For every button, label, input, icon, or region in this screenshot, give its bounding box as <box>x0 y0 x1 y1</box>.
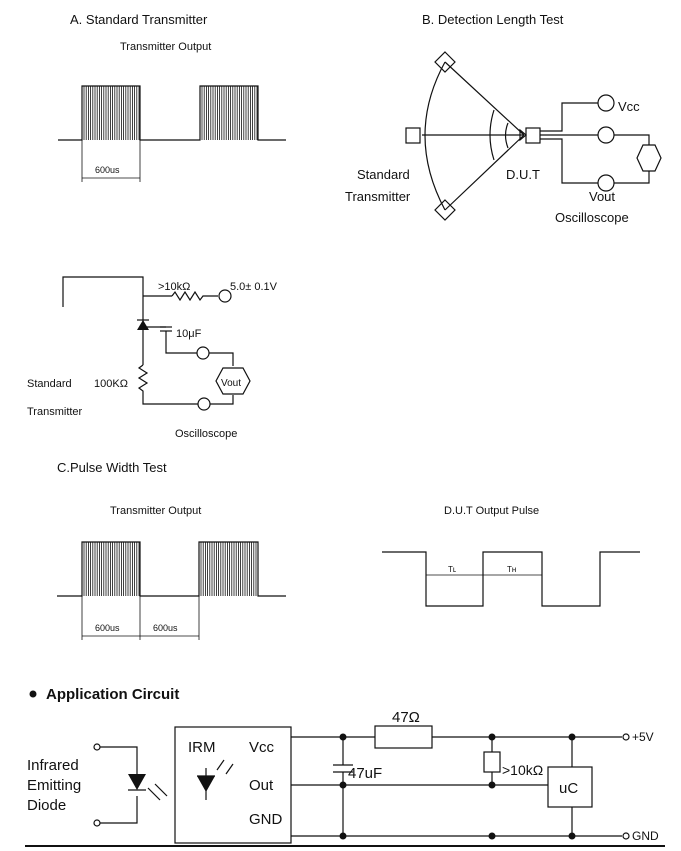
standard-label-b: Standard <box>357 167 410 182</box>
resistor-label: >10kΩ <box>158 281 190 293</box>
application-circuit-title: Application Circuit <box>46 686 179 703</box>
dimension-600us-a: 600us <box>81 140 141 182</box>
tl-label: Tʟ <box>448 565 456 574</box>
section-c-right-title: D.U.T Output Pulse <box>444 505 539 517</box>
bullet-icon <box>29 690 37 698</box>
section-c-left-title: Transmitter Output <box>110 505 201 517</box>
section-c-title: C.Pulse Width Test <box>57 460 167 475</box>
infrared-emitter <box>93 743 168 827</box>
section-a-subtitle: Transmitter Output <box>120 41 211 53</box>
vcc-label-b: Vcc <box>618 99 640 114</box>
vcc-pin-label: Vcc <box>249 739 275 756</box>
irm-module <box>174 726 292 844</box>
ir-label-1: Infrared <box>27 757 79 774</box>
transmitter-label-c: Transmitter <box>27 406 83 418</box>
resistor-47-label: 47Ω <box>392 709 420 726</box>
out-pin-label: Out <box>249 777 274 794</box>
application-wiring <box>291 725 630 840</box>
dimension-label-a: 600us <box>95 165 120 175</box>
oscilloscope-label-c: Oscilloscope <box>175 428 237 440</box>
ir-label-3: Diode <box>27 797 66 814</box>
capacitor-47uf-label: 47uF <box>348 765 382 782</box>
section-a-title: A. Standard Transmitter <box>70 12 208 27</box>
standard-label-c: Standard <box>27 378 72 390</box>
dut-output-pulse <box>382 551 640 607</box>
dimension-600us-c: 600us 600us <box>81 596 200 640</box>
irm-label: IRM <box>188 739 216 756</box>
voltage-label: 5.0± 0.1V <box>230 281 278 293</box>
transmitter-waveform-c <box>57 541 286 597</box>
plus5v-label: +5V <box>632 730 654 744</box>
gnd-label: GND <box>632 829 659 843</box>
detection-length-fan <box>405 51 541 221</box>
section-b-title: B. Detection Length Test <box>422 12 564 27</box>
diode-icon <box>137 320 149 330</box>
resistor-10k-label: >10kΩ <box>502 762 543 778</box>
ir-label-2: Emitting <box>27 777 81 794</box>
ir-led-icon <box>128 774 146 790</box>
dut-label-b: D.U.T <box>506 167 540 182</box>
vout-label-c: Vout <box>221 378 241 389</box>
capacitor-label: 10μF <box>176 328 202 340</box>
dimension-label-c1: 600us <box>95 623 120 633</box>
dimension-label-c2: 600us <box>153 623 178 633</box>
th-label: Tʜ <box>507 565 516 574</box>
dut-connections <box>540 94 662 192</box>
test-circuit <box>62 276 251 411</box>
resistor-100k-label: 100KΩ <box>94 378 128 390</box>
gnd-pin-label: GND <box>249 811 283 828</box>
transmitter-waveform-a <box>58 85 286 141</box>
microcontroller-label: uC <box>559 780 578 797</box>
vout-label-b: Vout <box>589 189 615 204</box>
transmitter-label-b: Transmitter <box>345 189 411 204</box>
oscilloscope-label-b: Oscilloscope <box>555 210 629 225</box>
